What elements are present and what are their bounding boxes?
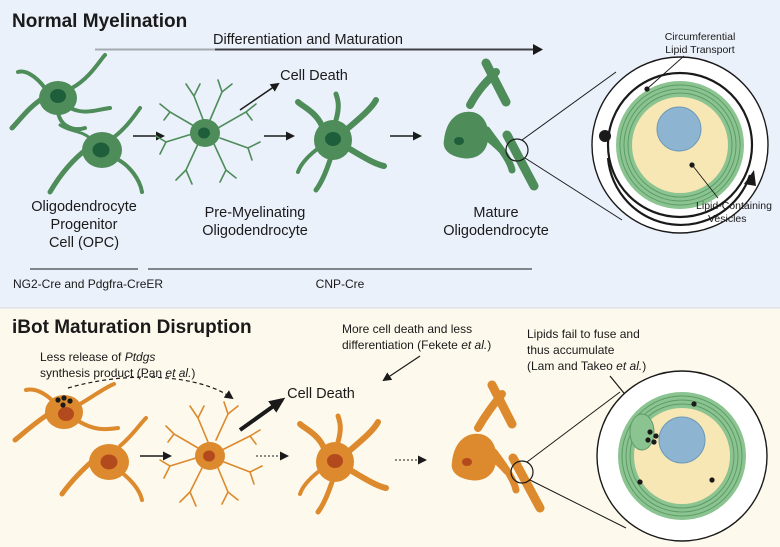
lipid-note-2: thus accumulate [527, 343, 615, 357]
opc-nucleus [92, 142, 110, 158]
zoom-line [526, 391, 621, 463]
arrow-icon [239, 82, 280, 111]
cell-death-label-top: Cell Death [280, 68, 348, 84]
premyelinating-nucleus [198, 127, 210, 139]
opc-label-3: Cell (OPC) [49, 235, 119, 251]
premyelinating-nucleus-orange [203, 450, 215, 462]
zoom-circle [510, 460, 534, 484]
opc-label-2: Progenitor [51, 217, 118, 233]
inset-bottom-label-2: Vesicles [708, 213, 747, 225]
death-note-2: differentiation (Fekete et al.) [342, 338, 491, 352]
opc-nucleus [50, 89, 66, 103]
maturing-cell-icon-orange [297, 413, 389, 515]
differentiation-label: Differentiation and Maturation [213, 32, 403, 48]
inset-top-label-2: Lipid Transport [665, 44, 735, 56]
bottom-panel: iBot Maturation Disruption Less release … [0, 309, 780, 547]
release-note-2: synthesis product (Pan et al.) [40, 366, 195, 380]
dashed-arrow-icon [67, 376, 234, 400]
release-note-1: Less release of Ptdgs [40, 350, 155, 364]
big-arrow-icon [238, 397, 286, 432]
opc-nucleus-orange [100, 454, 118, 470]
premyelinating-label-1: Pre-Myelinating [205, 205, 306, 221]
vesicle-dot [61, 395, 67, 401]
mature-label-2: Oligodendrocyte [443, 223, 549, 239]
cell-death-label-bottom: Cell Death [287, 386, 355, 402]
inset-bottom-label-1: Lipid-Containing [696, 200, 772, 212]
top-panel-title: Normal Myelination [12, 11, 187, 32]
lipid-note-3: (Lam and Takeo et al.) [527, 359, 646, 373]
cre-left-label: NG2-Cre and Pdgfra-CreER [13, 277, 163, 291]
zoom-line [524, 157, 623, 221]
premyelinating-cell-icon [155, 79, 261, 185]
death-note-1: More cell death and less [342, 322, 472, 336]
premyelinating-cell-icon-orange [159, 401, 263, 507]
vesicle-dot [67, 398, 73, 404]
zoom-line [521, 71, 617, 141]
mature-cell-icon-orange [451, 380, 545, 513]
mature-label-1: Mature [473, 205, 518, 221]
maturing-nucleus [325, 132, 341, 146]
inset-top-label-1: Circumferential [665, 31, 736, 43]
arrow-icon [382, 355, 421, 382]
opc-label-1: Oligodendrocyte [31, 199, 137, 215]
vesicle-dot [60, 402, 66, 408]
leader-line [647, 55, 685, 89]
top-panel: Normal Myelination Differentiation and M… [0, 0, 780, 308]
vesicle-dot [55, 397, 61, 403]
cre-right-label: CNP-Cre [316, 277, 365, 291]
opc-cell-icon-orange [12, 382, 148, 502]
lipid-note-1: Lipids fail to fuse and [527, 327, 640, 341]
myelin-cross-section-disrupted-icon [596, 370, 768, 542]
myelin-cross-section-icon [591, 56, 769, 234]
opc-nucleus-orange [58, 407, 74, 421]
leader-line [692, 165, 719, 199]
mature-cell-icon [443, 58, 539, 191]
maturing-cell-icon [295, 91, 387, 193]
premyelinating-label-2: Oligodendrocyte [202, 223, 308, 239]
bottom-panel-title: iBot Maturation Disruption [12, 317, 252, 338]
differentiation-arrow: Differentiation and Maturation [95, 32, 543, 55]
maturing-nucleus-orange [327, 454, 343, 468]
zoom-circle [505, 138, 529, 162]
zoom-line [529, 479, 627, 529]
